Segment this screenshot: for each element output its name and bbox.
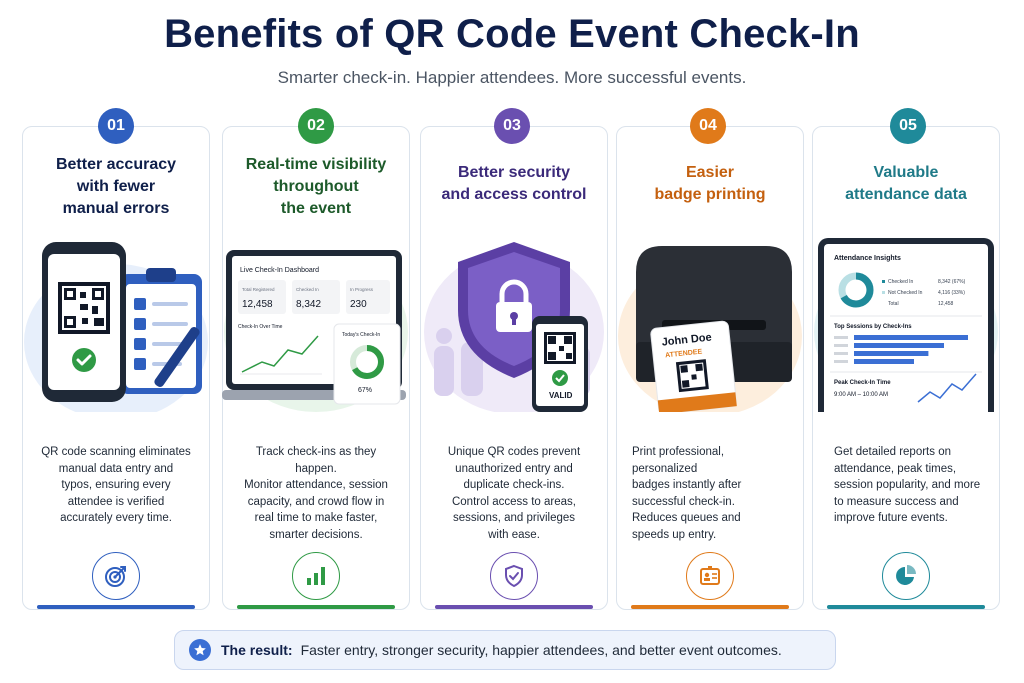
step-badge-01: 01 xyxy=(98,108,134,144)
step-badge-05: 05 xyxy=(890,108,926,144)
card-accent-bar xyxy=(237,605,395,609)
svg-text:8,342: 8,342 xyxy=(296,299,321,310)
svg-text:Total Registered: Total Registered xyxy=(242,287,275,292)
dashboard-title: Live Check-In Dashboard xyxy=(240,267,319,274)
result-text: Faster entry, stronger security, happier… xyxy=(300,642,782,658)
card-accent-bar xyxy=(435,605,593,609)
svg-text:Peak Check-In Time: Peak Check-In Time xyxy=(834,380,891,386)
session-label-mark xyxy=(834,360,848,363)
svg-text:12,458: 12,458 xyxy=(242,299,273,310)
insights-tablet-illustration: Attendance Insights Checked In 8,342 (67… xyxy=(812,232,1000,412)
session-bar xyxy=(854,343,944,348)
star-icon xyxy=(189,639,211,661)
session-label-mark xyxy=(834,352,848,355)
svg-text:Attendance Insights: Attendance Insights xyxy=(834,255,901,262)
svg-text:Total: Total xyxy=(888,301,899,307)
session-bars xyxy=(834,335,968,364)
today-progress-ring xyxy=(350,345,384,379)
badge-icon xyxy=(686,552,734,600)
svg-text:67%: 67% xyxy=(358,387,372,394)
dashboard-laptop-illustration: Live Check-In Dashboard Total Registered… xyxy=(222,232,410,412)
step-badge-02: 02 xyxy=(298,108,334,144)
svg-text:12,458: 12,458 xyxy=(938,301,954,307)
step-badge-03: 03 xyxy=(494,108,530,144)
card-description-visibility: Track check-ins as they happen.Monitor a… xyxy=(244,446,388,541)
valid-label: VALID xyxy=(549,391,573,400)
result-banner: The result: Faster entry, stronger secur… xyxy=(174,630,836,670)
svg-text:Today's Check-In: Today's Check-In xyxy=(342,332,380,338)
svg-text:Checked In: Checked In xyxy=(296,287,319,292)
svg-text:230: 230 xyxy=(350,299,367,310)
result-lead: The result: xyxy=(221,642,293,658)
bar-chart-icon xyxy=(292,552,340,600)
checked-in-ring xyxy=(838,272,874,308)
card-accent-bar xyxy=(827,605,985,609)
svg-text:Checked In: Checked In xyxy=(888,279,914,285)
page-title: Benefits of QR Code Event Check-In xyxy=(164,12,860,56)
step-badge-04: 04 xyxy=(690,108,726,144)
session-label-mark xyxy=(834,336,848,339)
shield-phone-illustration: VALID xyxy=(420,232,608,412)
card-title-accuracy: Better accuracy with fewer manual errors xyxy=(55,156,177,217)
badge-role: ATTENDEE xyxy=(665,348,703,359)
session-bar xyxy=(854,359,914,364)
session-bar xyxy=(854,351,929,356)
svg-text:9:00 AM – 10:00 AM: 9:00 AM – 10:00 AM xyxy=(834,392,888,398)
svg-text:4,116 (33%): 4,116 (33%) xyxy=(938,290,965,296)
svg-text:8,342 (67%): 8,342 (67%) xyxy=(938,279,966,285)
session-label-mark xyxy=(834,344,848,347)
badge-printer-illustration: John Doe ATTENDEE xyxy=(616,232,804,412)
pie-chart-icon xyxy=(882,552,930,600)
badge-name: John Doe xyxy=(661,331,712,348)
svg-text:Top Sessions by Check-Ins: Top Sessions by Check-Ins xyxy=(834,324,912,330)
svg-text:Not Checked In: Not Checked In xyxy=(888,290,923,296)
svg-text:In Progress: In Progress xyxy=(350,287,374,292)
session-bar xyxy=(854,335,968,340)
phone-clipboard-illustration xyxy=(22,232,210,412)
target-icon xyxy=(92,552,140,600)
card-accent-bar xyxy=(37,605,195,609)
shield-check-icon xyxy=(490,552,538,600)
card-accent-bar xyxy=(631,605,789,609)
page-subtitle: Smarter check-in. Happier attendees. Mor… xyxy=(277,68,747,87)
svg-text:Check-In Over Time: Check-In Over Time xyxy=(238,324,283,330)
